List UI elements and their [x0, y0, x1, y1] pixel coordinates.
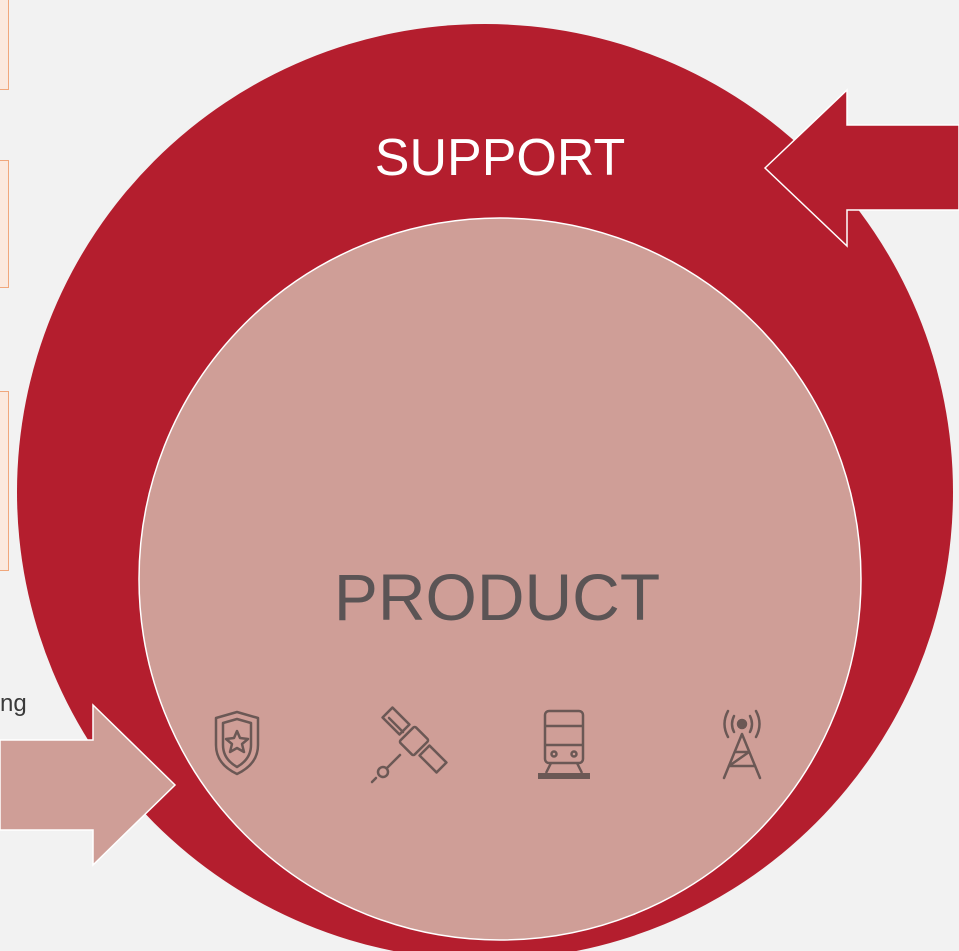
- left-card-1: [0, 0, 9, 90]
- satellite-icon: [370, 706, 448, 784]
- train-icon: [538, 709, 590, 779]
- product-label: PRODUCT: [334, 560, 660, 634]
- radio-tower-icon: [722, 709, 762, 780]
- support-arrow: [763, 88, 959, 248]
- product-circle: [138, 217, 862, 941]
- product-arrow: [0, 703, 177, 867]
- left-partial-text: ng: [0, 690, 27, 717]
- police-badge-icon: [214, 710, 260, 776]
- left-card-2: [0, 160, 9, 288]
- support-label: SUPPORT: [375, 129, 625, 187]
- left-card-3: [0, 391, 9, 571]
